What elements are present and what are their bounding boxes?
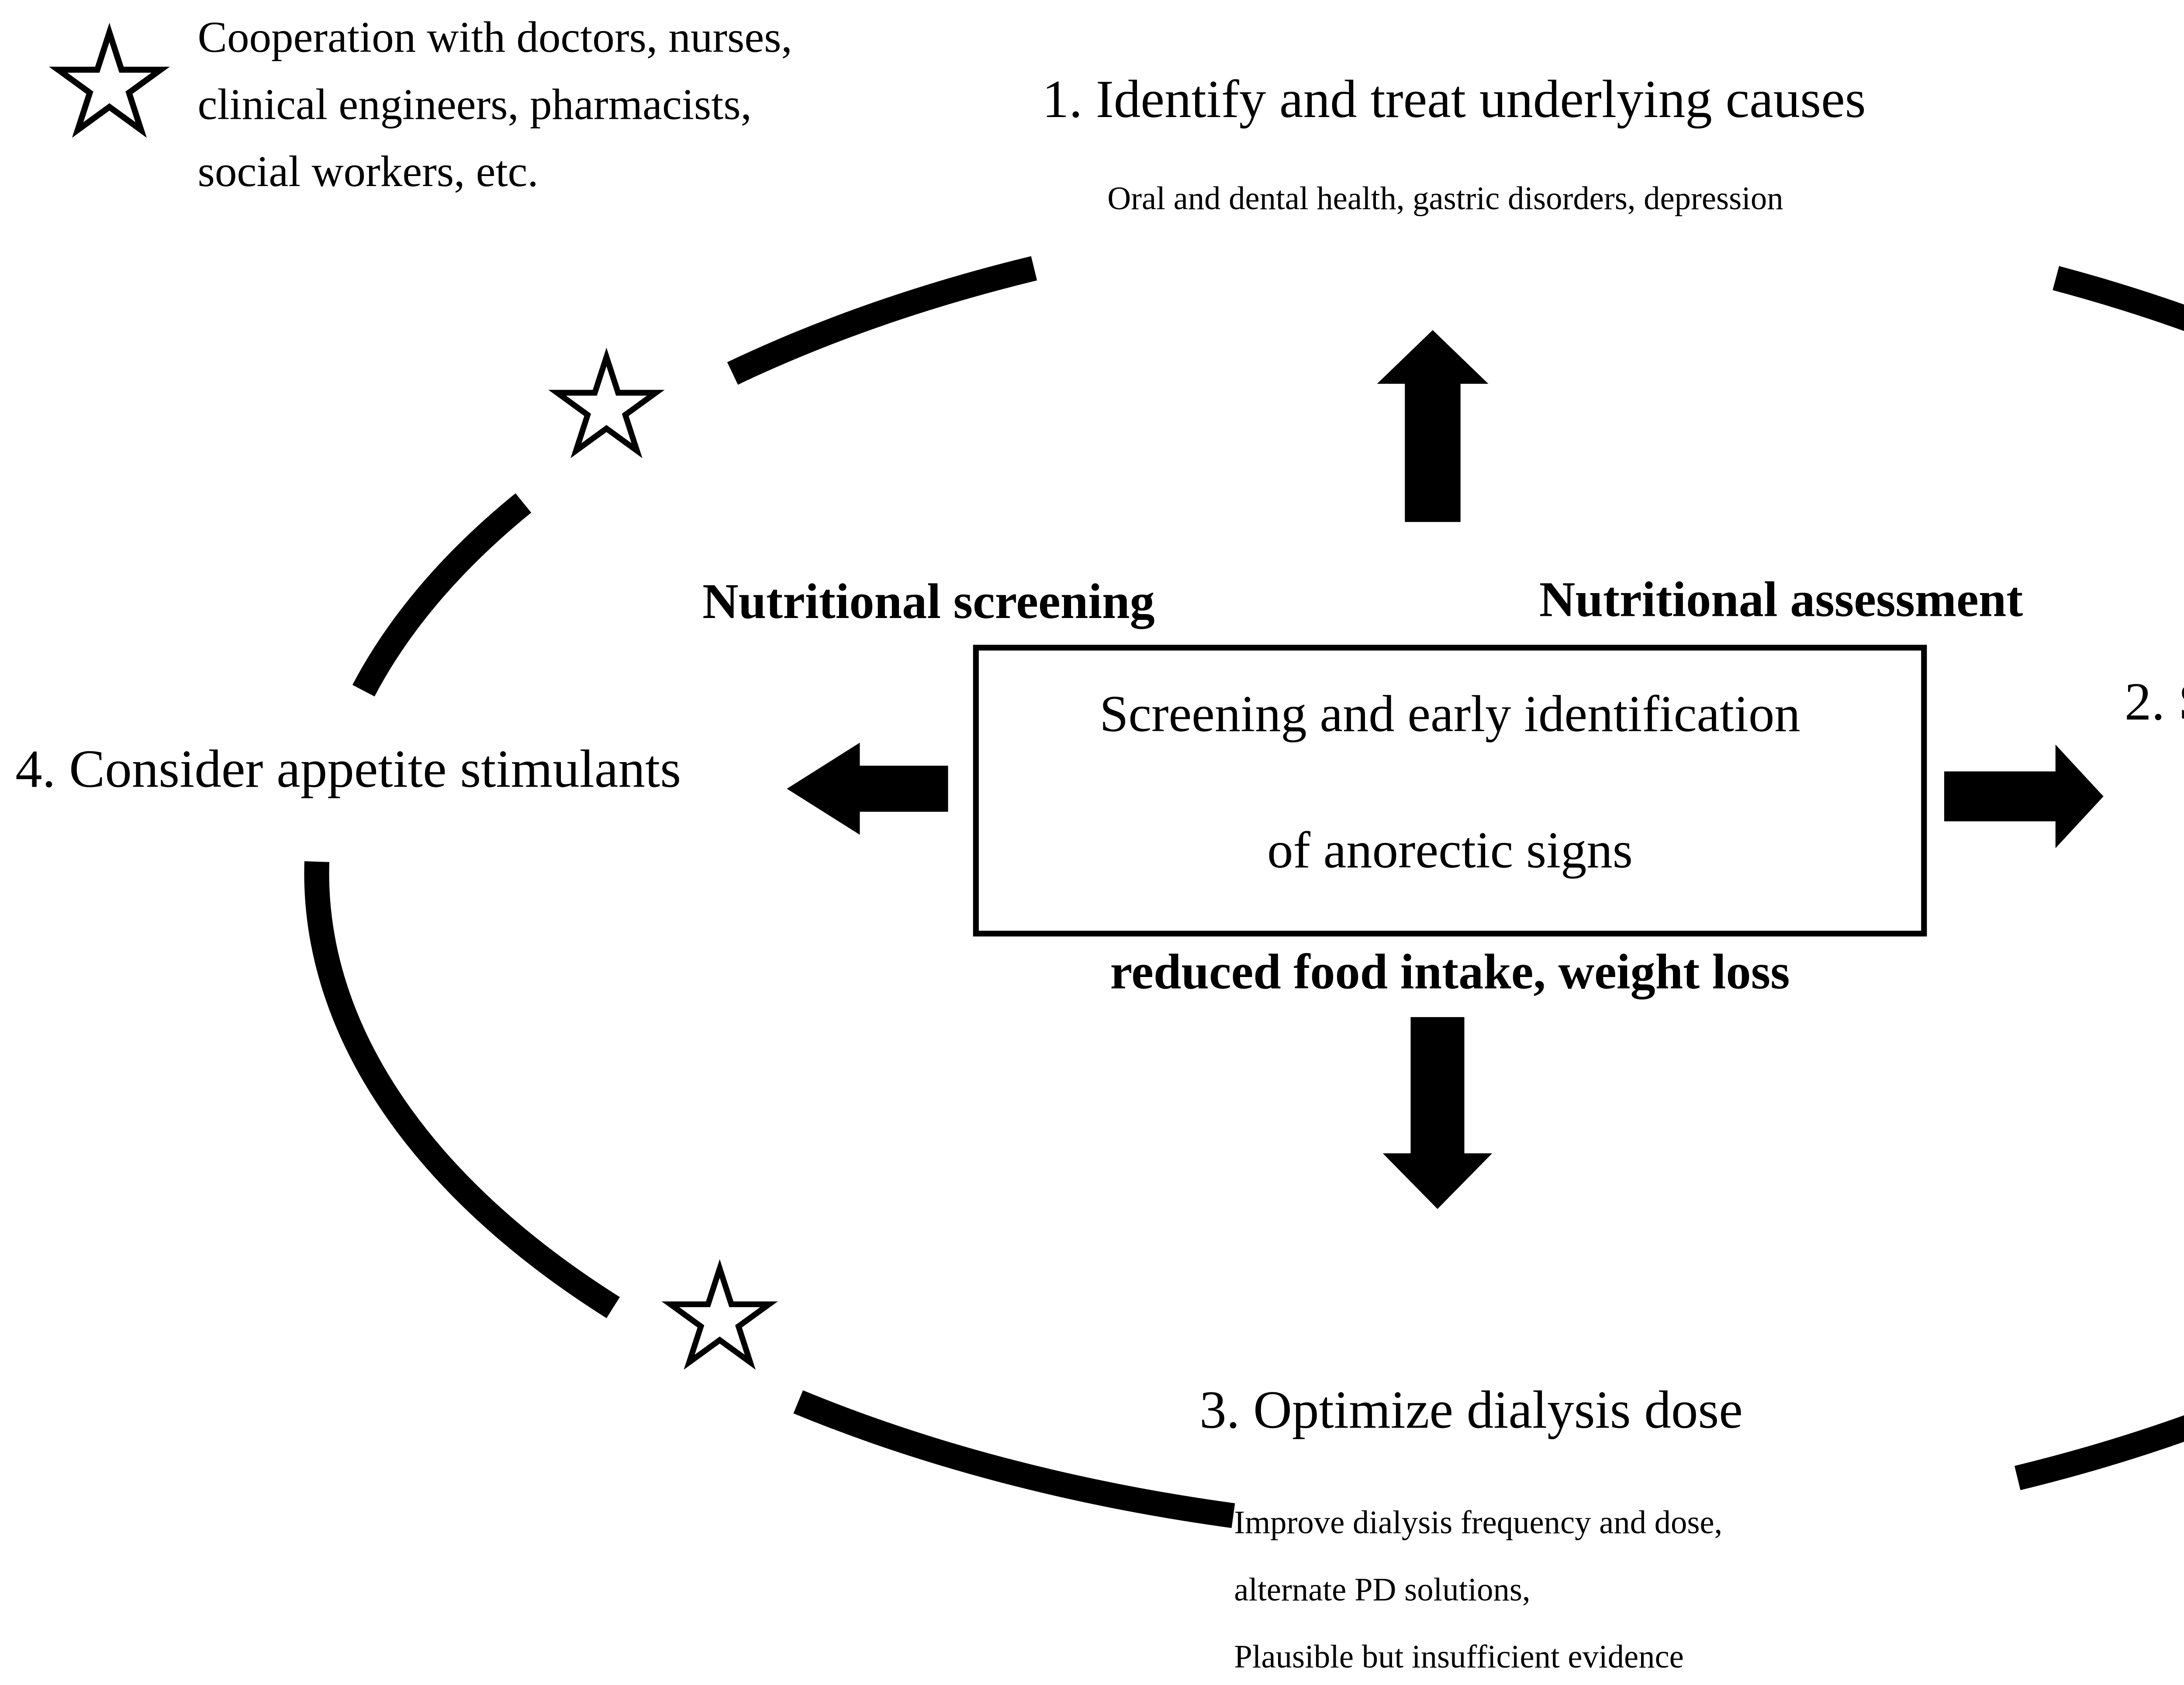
- step-1-title: 1. Identify and treat underlying causes: [1042, 71, 1866, 131]
- step-3-detail: alternate PD solutions,: [1234, 1571, 1531, 1609]
- arrow-left-icon: [787, 742, 948, 835]
- cycle-arc-lower-left: [793, 1390, 1235, 1528]
- screening-box: Screening and early identification of an…: [973, 645, 1927, 937]
- step-1-detail: Oral and dental health, gastric disorder…: [1107, 180, 1783, 217]
- nutritional-screening-label: Nutritional screening: [702, 573, 1155, 630]
- legend-line: social workers, etc.: [197, 148, 539, 196]
- legend-text: Cooperation with doctors, nurses, clinic…: [198, 4, 792, 205]
- step-3-title: 3. Optimize dialysis dose: [1199, 1381, 1743, 1441]
- legend-star-icon: [58, 32, 161, 130]
- legend-line: clinical engineers, pharmacists,: [197, 80, 752, 129]
- nutritional-assessment-label: Nutritional assessment: [1539, 572, 2023, 628]
- cycle-arc-left: [304, 861, 620, 1319]
- cycle-star-bottom-left-icon: [670, 1268, 769, 1362]
- cycle-arc-lower-right: [2014, 1415, 2184, 1490]
- screening-box-line2: of anorectic signs: [1267, 821, 1633, 879]
- cycle-ellipse: [304, 256, 2184, 1528]
- step-3-detail: Improve dialysis frequency and dose,: [1234, 1504, 1723, 1541]
- arrow-right-icon: [1944, 744, 2104, 849]
- step-2-title: 2. Support and promote food intake: [2124, 673, 2184, 733]
- cycle-arc-upper-right-high: [2053, 266, 2184, 331]
- reduced-intake-label: reduced food intake, weight loss: [1110, 944, 1790, 1000]
- legend-line: Cooperation with doctors, nurses,: [197, 13, 792, 62]
- cycle-arc-upper-left-high: [727, 256, 1037, 385]
- step-3-detail: Plausible but insufficient evidence: [1234, 1639, 1684, 1675]
- step-4-title: 4. Consider appetite stimulants: [15, 741, 681, 801]
- arrow-down-icon: [1382, 1017, 1493, 1209]
- arrow-up-icon: [1377, 330, 1489, 522]
- cycle-arc-upper-left-low: [352, 493, 532, 697]
- screening-box-line1: Screening and early identification: [1099, 685, 1800, 743]
- cycle-star-top-left-icon: [557, 357, 656, 451]
